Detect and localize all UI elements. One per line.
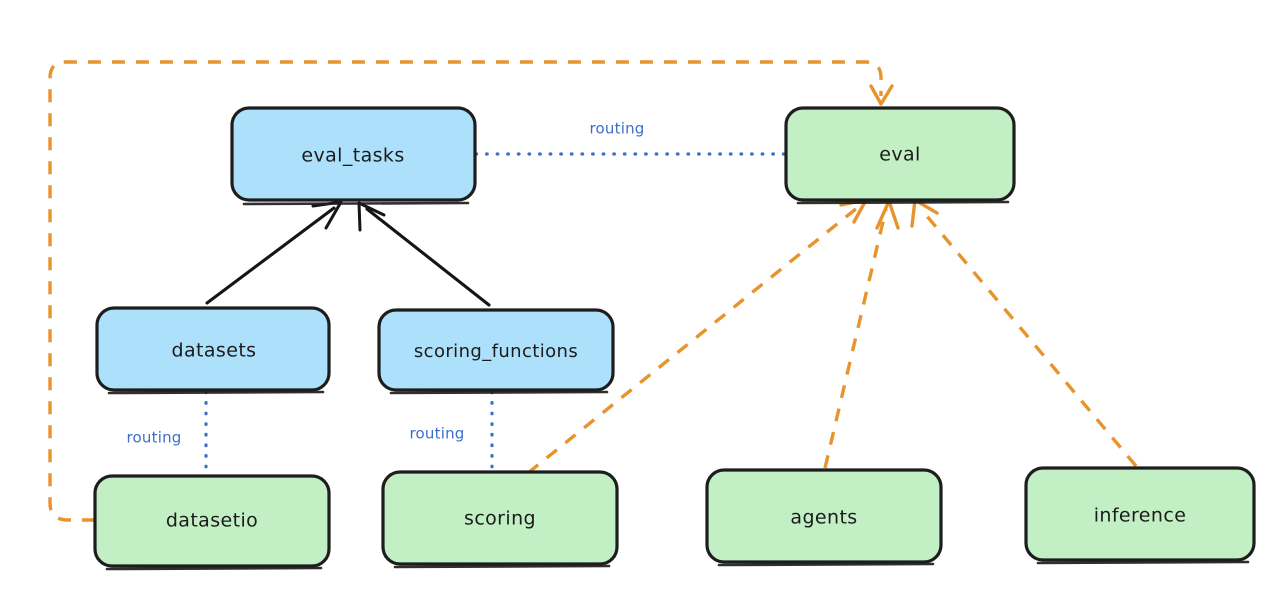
node-label-eval-tasks: eval_tasks [301,145,404,167]
node-datasetio[interactable]: datasetio [93,474,331,571]
arrow-head-datasetio-eval [869,84,894,106]
edge-inference-eval [910,198,1138,468]
node-box-agents [705,468,943,564]
node-eval-tasks[interactable]: eval_tasks [230,106,477,206]
edge-agents-eval [823,199,900,469]
edge-path-inference-eval [919,207,1138,468]
node-shadow-scoring-functions [389,390,609,395]
edge-path-datasets-evaltasks [205,206,336,305]
edge-scoringfunctions-evaltasks [357,201,491,307]
node-label-inference: inference [1094,505,1187,527]
node-shadow-inference [1036,560,1250,565]
edge-datasets-evaltasks [205,200,343,305]
arrow-head-scoringfunctions-evaltasks [357,201,386,232]
node-eval[interactable]: eval [784,106,1016,205]
node-shadow-datasetio [105,566,323,571]
arrow-head-agents-eval [875,199,900,230]
node-label-agents: agents [790,507,857,529]
node-scoring[interactable]: scoring [381,470,619,569]
node-shadow-eval-tasks [242,201,470,206]
node-box-datasetio [93,474,331,568]
node-box-eval-tasks [230,106,477,202]
node-label-datasets: datasets [172,340,257,362]
node-label-scoring: scoring [464,508,536,530]
node-label-eval: eval [879,144,920,166]
edge-datasetio-eval [48,60,894,522]
node-box-inference [1024,466,1256,562]
node-box-scoring [381,470,619,566]
edge-label-layer: routing routing routing [127,120,645,447]
edge-path-scoringfunctions-evaltasks [365,207,491,307]
node-box-scoring-functions [377,308,615,392]
node-shadow-scoring [393,564,611,569]
node-scoring-functions[interactable]: scoring_functions [377,308,615,395]
edge-path-agents-eval [823,208,888,469]
node-box-datasets [95,306,331,392]
edge-label-routing-eval: routing [590,120,645,138]
node-label-scoring-functions: scoring_functions [414,341,578,362]
node-layer: eval_tasks eval datasets scoring_functio… [93,106,1256,571]
edge-label-routing-datasetio: routing [127,429,182,447]
node-box-eval [784,106,1016,202]
node-shadow-agents [717,562,935,567]
edge-label-routing-scoring: routing [410,425,465,443]
node-datasets[interactable]: datasets [95,306,331,395]
node-shadow-datasets [107,390,325,395]
node-inference[interactable]: inference [1024,466,1256,565]
node-agents[interactable]: agents [705,468,943,567]
node-shadow-eval [796,200,1010,205]
node-label-datasetio: datasetio [166,510,258,532]
